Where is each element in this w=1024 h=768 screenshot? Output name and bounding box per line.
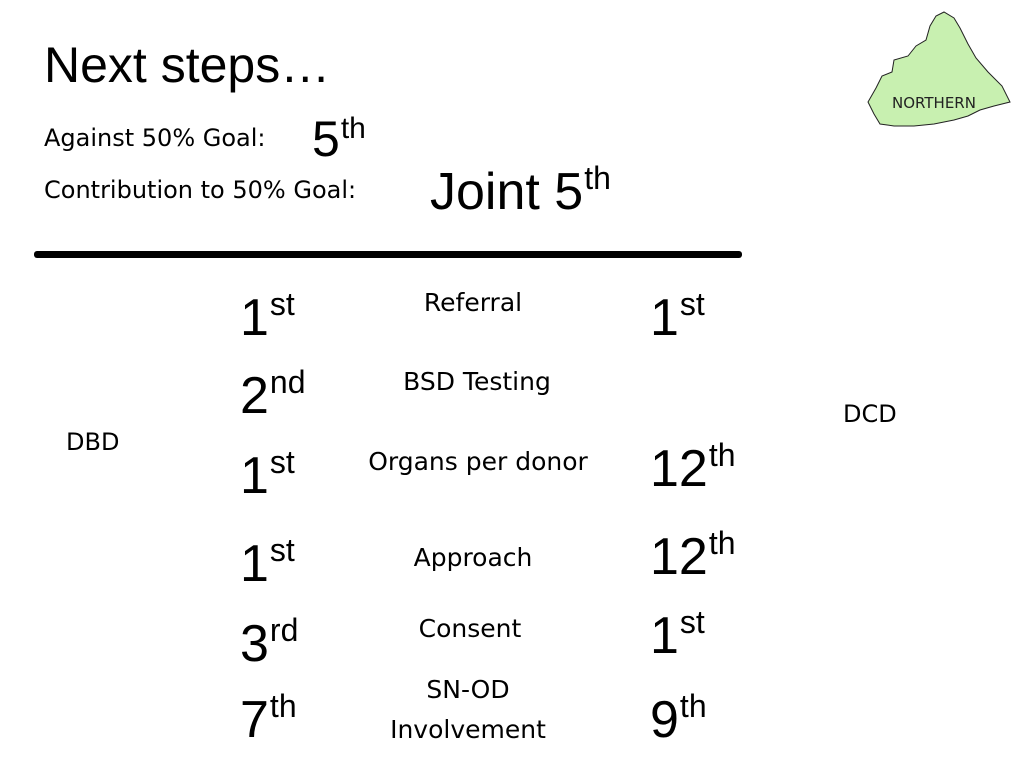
- contribution-goal-rank-suffix: th: [584, 160, 611, 196]
- rank-suffix: st: [679, 604, 705, 640]
- rank-number: 1: [240, 447, 269, 505]
- divider: [34, 251, 742, 258]
- page-title: Next steps…: [44, 37, 331, 93]
- rank-suffix: st: [269, 286, 295, 322]
- against-goal-rank: 5th: [312, 111, 366, 167]
- bsd-testing-dbd-rank: 2nd: [240, 366, 306, 425]
- rank-number: 1: [240, 289, 269, 347]
- rank-suffix: st: [269, 444, 295, 480]
- metric-line: Involvement: [390, 715, 546, 744]
- contribution-goal-rank-number: 5: [554, 163, 584, 221]
- rank-number: 12: [650, 528, 708, 586]
- consent-dbd-rank: 3rd: [240, 614, 298, 673]
- contribution-goal-rank: Joint 5th: [430, 162, 611, 221]
- contribution-goal-rank-prefix: Joint: [430, 163, 555, 221]
- rank-suffix: st: [679, 286, 705, 322]
- organs-per-donor-dbd-rank: 1st: [240, 446, 295, 505]
- region-shape: [867, 11, 1011, 127]
- contribution-goal-label: Contribution to 50% Goal:: [44, 176, 357, 204]
- organs-per-donor-dcd-rank: 12th: [650, 439, 736, 498]
- metric-approach: Approach: [413, 543, 533, 572]
- metric-organs-per-donor: Organs per donor: [368, 447, 588, 476]
- rank-number: 12: [650, 440, 708, 498]
- against-goal-rank-suffix: th: [340, 112, 366, 145]
- rank-suffix: nd: [269, 364, 306, 400]
- region-label: NORTHERN: [892, 94, 976, 112]
- rank-number: 1: [240, 535, 269, 593]
- approach-dbd-rank: 1st: [240, 534, 295, 593]
- rank-number: 9: [650, 691, 679, 749]
- rank-number: 1: [650, 289, 679, 347]
- rank-number: 1: [650, 607, 679, 665]
- against-goal-rank-number: 5: [312, 111, 340, 167]
- rank-suffix: th: [269, 688, 297, 724]
- dcd-label: DCD: [843, 400, 897, 428]
- rank-suffix: rd: [269, 612, 299, 648]
- referral-dcd-rank: 1st: [650, 288, 705, 347]
- metric-referral: Referral: [423, 288, 523, 317]
- rank-suffix: th: [708, 437, 736, 473]
- approach-dcd-rank: 12th: [650, 527, 736, 586]
- rank-suffix: th: [679, 688, 707, 724]
- rank-suffix: th: [708, 525, 736, 561]
- northern-region-map: NORTHERN: [867, 11, 1011, 127]
- snod-involvement-dcd-rank: 9th: [650, 690, 707, 749]
- consent-dcd-rank: 1st: [650, 606, 705, 665]
- snod-involvement-dbd-rank: 7th: [240, 690, 297, 749]
- referral-dbd-rank: 1st: [240, 288, 295, 347]
- rank-suffix: st: [269, 532, 295, 568]
- against-goal-label: Against 50% Goal:: [44, 124, 266, 152]
- rank-number: 3: [240, 615, 269, 673]
- metric-consent: Consent: [418, 614, 522, 643]
- metric-line: SN-OD: [426, 675, 510, 704]
- dbd-label: DBD: [66, 428, 120, 456]
- metric-bsd-testing: BSD Testing: [403, 367, 551, 396]
- metric-snod-involvement: SN-OD Involvement: [338, 670, 598, 750]
- rank-number: 7: [240, 691, 269, 749]
- rank-number: 2: [240, 367, 269, 425]
